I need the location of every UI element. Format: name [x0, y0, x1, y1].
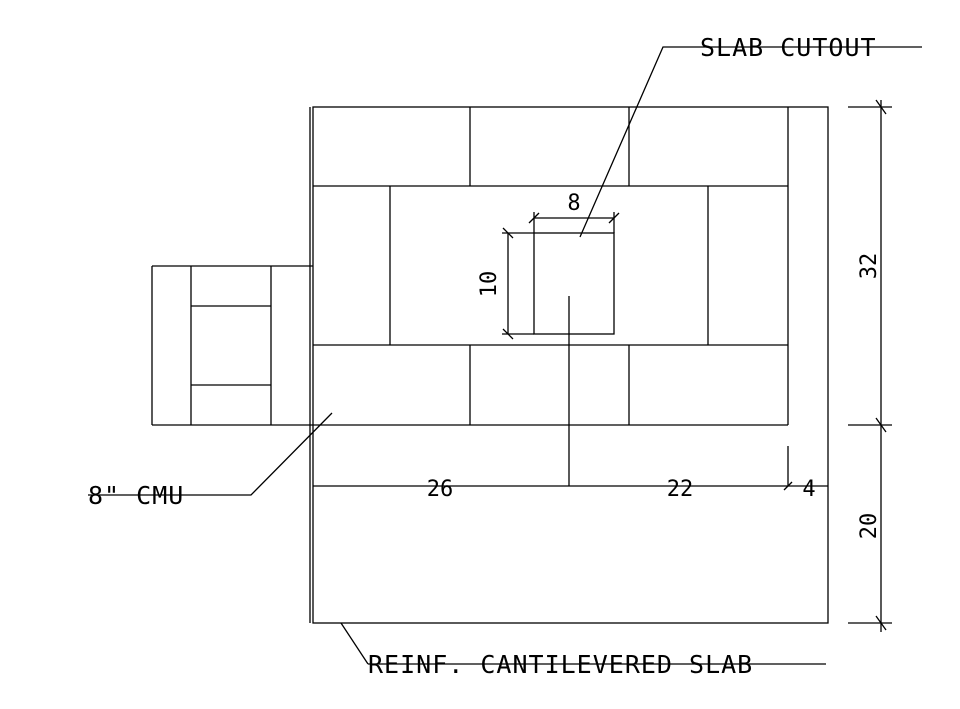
right-span-label: 22: [667, 477, 694, 502]
slab-cutout-leader: [579, 46, 700, 238]
cantilevered-slab-callout: REINF. CANTILEVERED SLAB: [340, 622, 826, 679]
dim-tick: [875, 99, 887, 115]
edge-offset-label: 4: [802, 477, 815, 502]
cantilevered-slab-leader: [340, 622, 369, 665]
dim-tick: [783, 481, 793, 491]
cmu-left-wing: [151, 265, 313, 425]
dim-tick: [608, 212, 620, 224]
left-span-label: 26: [427, 477, 454, 502]
dim-tick: [502, 328, 514, 340]
upper-depth-label: 32: [857, 253, 882, 280]
dim-tick: [875, 615, 887, 631]
cmu-callout: 8" CMU: [88, 412, 333, 510]
dim-tick: [528, 212, 540, 224]
cutout-height-label: 10: [477, 271, 502, 298]
slab-depth-label: 20: [857, 513, 882, 540]
slab-cutout: 8 10: [477, 191, 620, 486]
dim-tick: [875, 417, 887, 433]
cmu-leader: [200, 412, 333, 496]
cutout-width-label: 8: [567, 191, 580, 216]
slab-outline: [312, 106, 829, 624]
vertical-dimensions: 32 20: [848, 99, 892, 632]
cmu-block-grid: [152, 106, 829, 624]
dim-tick: [502, 227, 514, 239]
horizontal-dimensions: 26 22 4: [313, 446, 828, 502]
cutout-outline: [533, 232, 615, 335]
slab-cutout-callout: SLAB CUTOUT: [579, 33, 922, 238]
